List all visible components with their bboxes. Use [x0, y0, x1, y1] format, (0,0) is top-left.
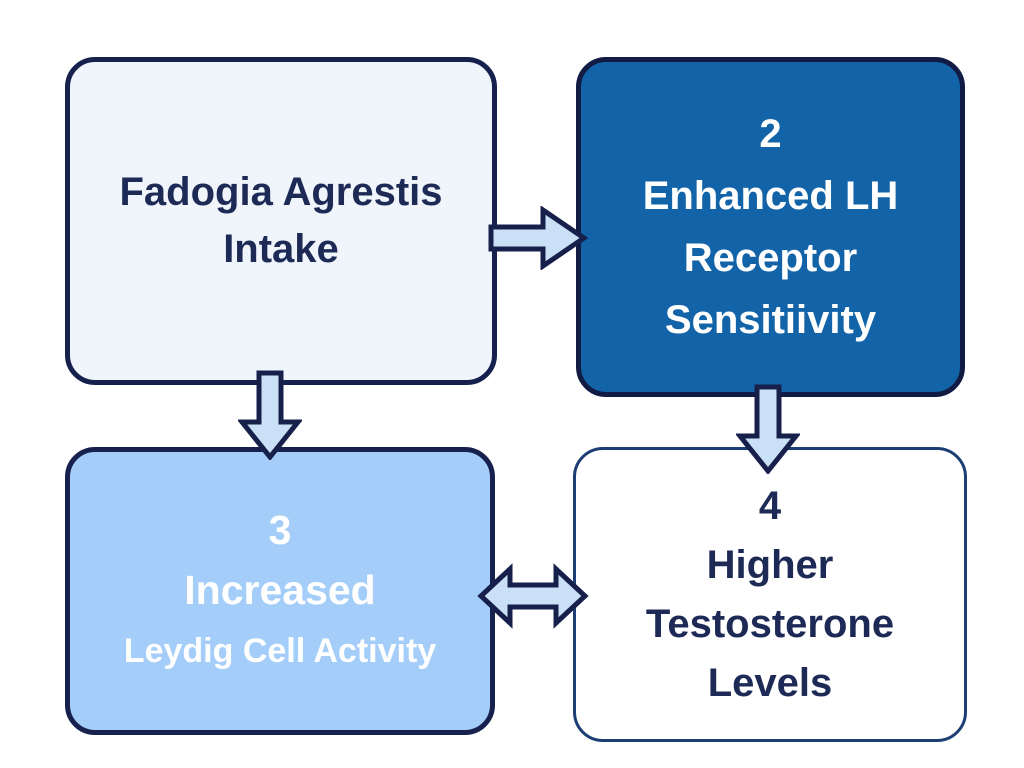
right-block-arrow-icon	[488, 206, 588, 270]
step-number: 4	[758, 483, 782, 528]
box-text-line: Higher	[706, 542, 834, 587]
box-enhanced-lh-receptor-sensitivity: 2 Enhanced LH Receptor Sensitiivity	[576, 57, 965, 397]
step-number: 3	[268, 507, 292, 553]
step-number: 2	[759, 112, 782, 156]
double-arrow-icon	[477, 562, 589, 630]
down-block-arrow-icon	[238, 370, 302, 460]
box-higher-testosterone-levels: 4 Higher Testosterone Levels	[573, 447, 967, 742]
box-fadogia-agrestis-intake: Fadogia Agrestis Intake	[65, 57, 497, 385]
box-text-line: Receptor	[683, 236, 858, 280]
box-text-line: Testosterone	[645, 601, 895, 646]
box-text-line: Enhanced LH	[642, 174, 899, 218]
down-block-arrow-icon	[736, 384, 800, 474]
box-increased-leydig-cell-activity: 3 Increased Leydig Cell Activity	[65, 447, 495, 735]
box-text-line: Levels	[707, 660, 833, 705]
box-text-line: Increased	[184, 567, 376, 613]
box-text-line: Intake	[223, 227, 339, 271]
box-text-line: Fadogia Agrestis	[119, 170, 443, 214]
box-text-line: Sensitiivity	[664, 298, 877, 342]
box-text-line: Leydig Cell Activity	[123, 632, 437, 670]
